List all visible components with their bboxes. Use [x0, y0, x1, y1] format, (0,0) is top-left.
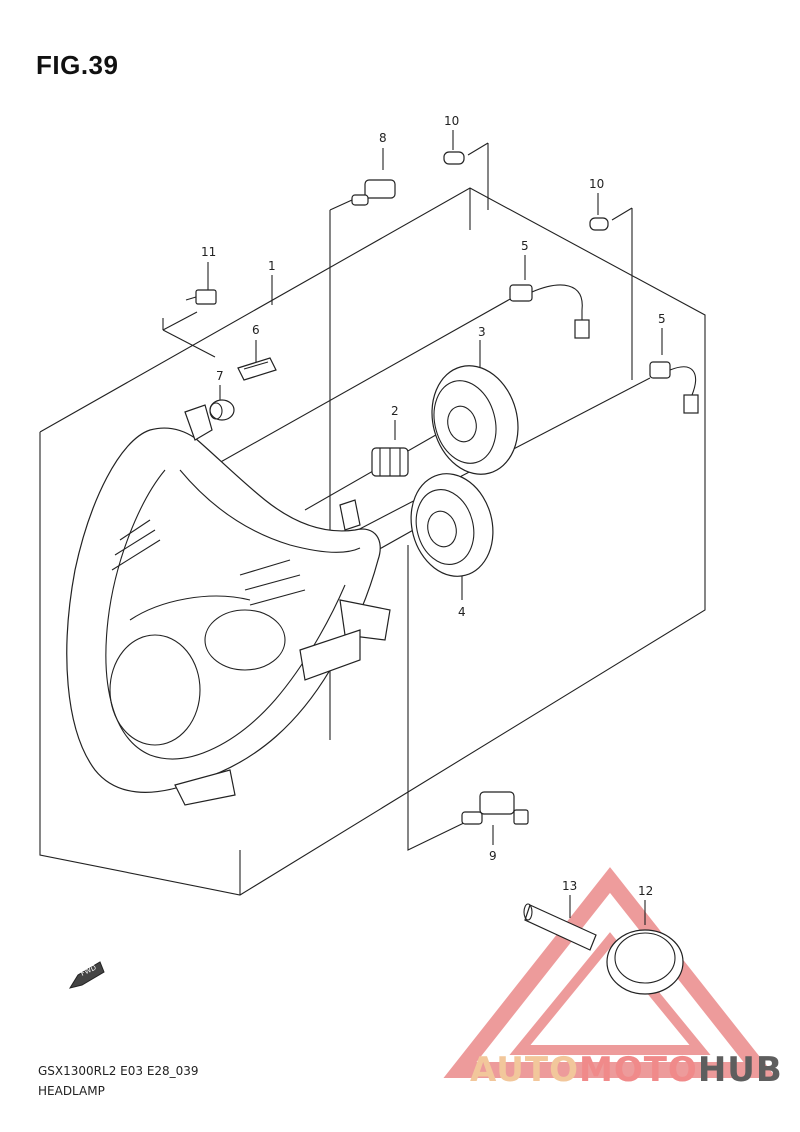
part-12-cap [606, 929, 684, 995]
leader-lines [162, 130, 663, 925]
part-10-bulb-lower [589, 217, 609, 231]
callout-6: 6 [252, 323, 260, 337]
part-7-grommet [209, 399, 235, 421]
callout-3: 3 [478, 325, 486, 339]
callout-5-upper: 5 [521, 239, 529, 253]
part-2-socket [371, 447, 409, 477]
callout-8: 8 [379, 131, 387, 145]
part-13-bolt [523, 903, 597, 951]
callout-7: 7 [216, 369, 224, 383]
callout-5-lower: 5 [658, 312, 666, 326]
model-code: GSX1300RL2 E03 E28_039 [38, 1064, 199, 1078]
part-9-bulb [461, 791, 529, 825]
callout-10-upper: 10 [444, 114, 459, 128]
watermark-text: AUTOMOTOHUB [470, 1050, 783, 1090]
section-name: HEADLAMP [38, 1084, 105, 1098]
part-10-bulb-upper [443, 151, 465, 165]
part-5-socket-lower [649, 361, 699, 414]
callout-10-lower: 10 [589, 177, 604, 191]
part-5-socket-upper [509, 284, 590, 339]
callout-2: 2 [391, 404, 399, 418]
part-6-label [237, 357, 277, 381]
headlamp-housing [66, 404, 391, 806]
fwd-arrow-icon: FWD [68, 961, 105, 989]
lens-hatching [111, 519, 306, 606]
callout-9: 9 [489, 849, 497, 863]
callout-4: 4 [458, 605, 466, 619]
callout-13: 13 [562, 879, 577, 893]
assembly-frame [39, 187, 706, 896]
callout-1: 1 [268, 259, 276, 273]
watermark-moto: MOTO [578, 1050, 698, 1090]
callout-labels: 1 2 3 4 5 5 6 7 8 9 10 10 11 12 13 [201, 114, 666, 898]
part-3-bulb-cover [431, 365, 519, 475]
watermark-hub: HUB [697, 1050, 783, 1090]
part-8-bulb [351, 179, 396, 206]
part-4-bulb-cover [410, 473, 494, 577]
figure-title: FIG.39 [36, 50, 119, 80]
watermark-auto: AUTO [470, 1050, 579, 1090]
callout-12: 12 [638, 884, 653, 898]
watermark-triangle [443, 867, 777, 1078]
callout-11: 11 [201, 245, 216, 259]
part-11-screw [185, 289, 217, 305]
